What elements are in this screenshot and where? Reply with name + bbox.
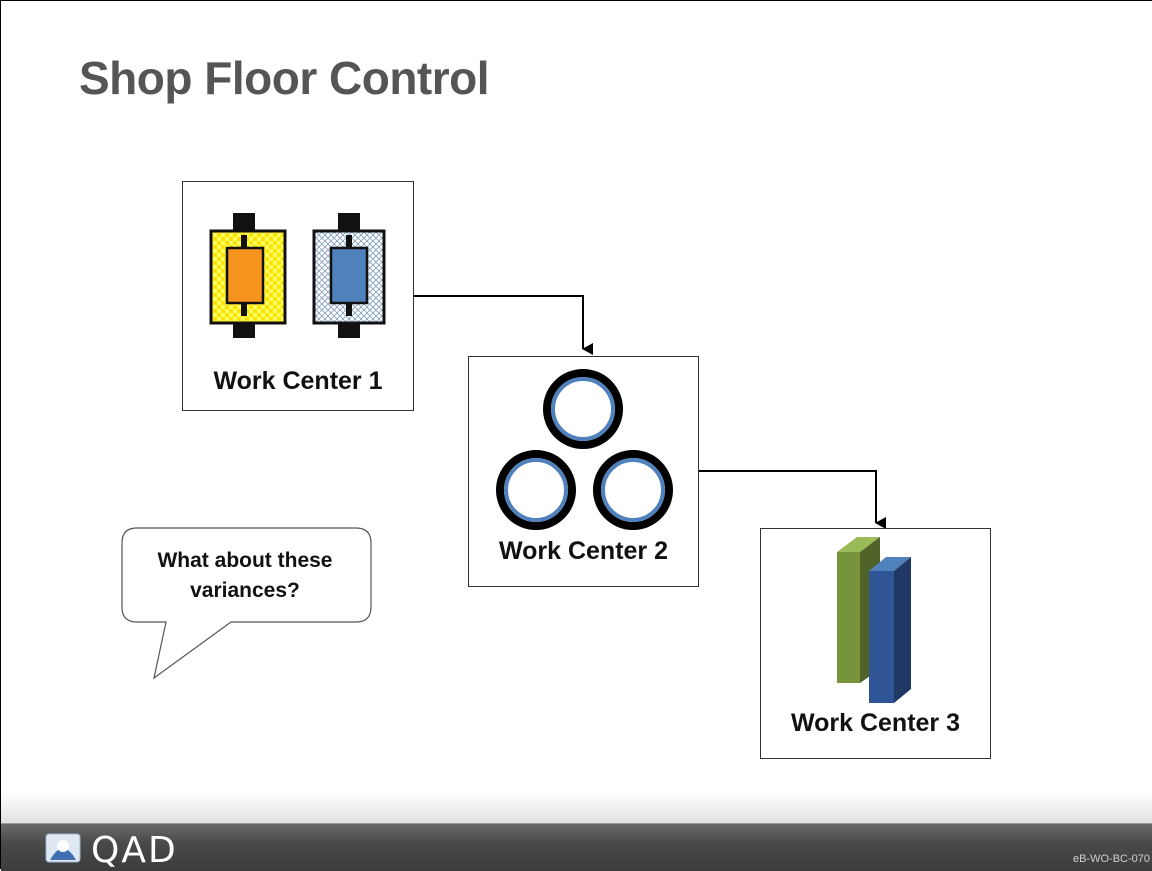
speech-bubble-text: What about these variances? xyxy=(127,546,363,606)
footer-bar xyxy=(1,823,1152,871)
footer-fade xyxy=(1,791,1152,823)
work-center-1-box: Work Center 1 xyxy=(182,181,414,411)
ring-icon xyxy=(593,450,673,530)
work-center-2-label: Work Center 2 xyxy=(498,537,669,565)
page-title: Shop Floor Control xyxy=(79,52,490,104)
connector-wc1-wc2 xyxy=(414,295,593,355)
ring-icon xyxy=(496,450,576,530)
ring-icon xyxy=(543,369,623,449)
machine-orange-icon xyxy=(209,213,287,338)
bubble-line-1: What about these xyxy=(157,549,333,572)
speech-bubble xyxy=(121,527,372,680)
bubble-line-2: variances? xyxy=(190,579,300,602)
work-center-1-label: Work Center 1 xyxy=(213,367,383,395)
work-center-3-box: Work Center 3 xyxy=(760,528,991,759)
work-center-3-label: Work Center 3 xyxy=(790,709,961,737)
connector-wc2-wc3 xyxy=(699,470,886,529)
qad-logo-text: QAD xyxy=(91,830,178,871)
work-center-2-box: Work Center 2 xyxy=(468,356,699,587)
bar-3d-icon xyxy=(869,557,911,703)
slide-code: eB-WO-BC-070 xyxy=(1072,853,1150,865)
qad-logo-icon xyxy=(45,833,81,863)
machine-blue-icon xyxy=(312,213,386,338)
